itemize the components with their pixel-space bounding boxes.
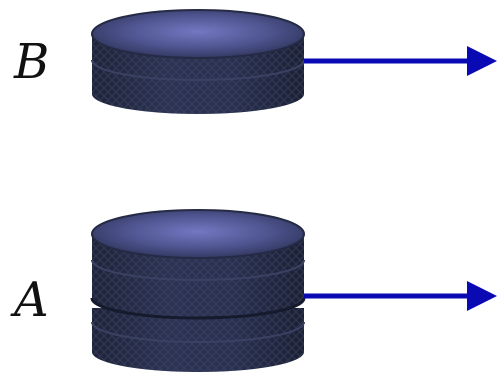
puck-b: [91, 9, 305, 114]
puck-a-lower: [91, 308, 305, 372]
label-a: A: [14, 272, 49, 328]
puck-a-upper: [90, 209, 306, 320]
label-b: B: [14, 34, 50, 90]
